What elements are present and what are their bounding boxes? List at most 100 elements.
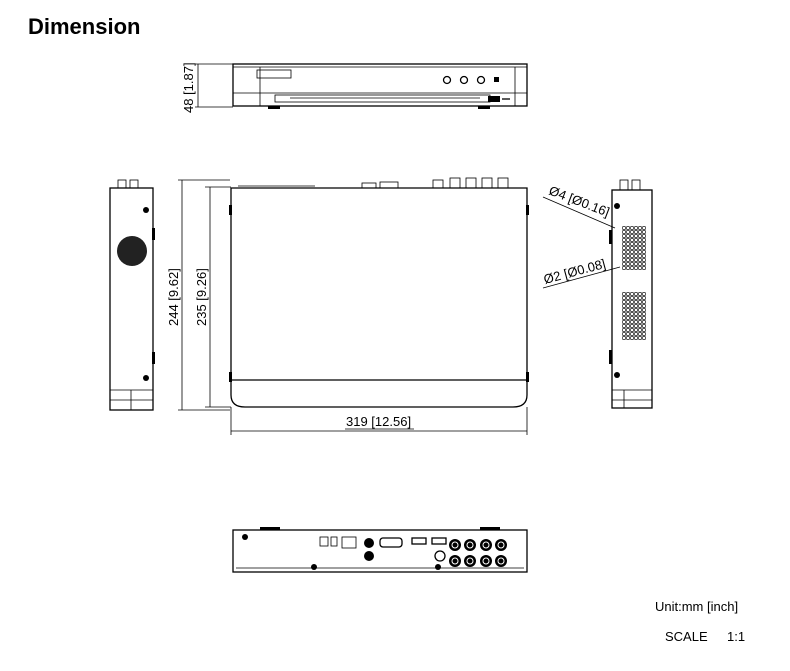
vent-hole bbox=[621, 226, 626, 231]
vent-hole bbox=[621, 307, 626, 312]
rear-view bbox=[232, 527, 528, 573]
page-title: Dimension bbox=[28, 14, 141, 39]
vent-hole bbox=[621, 238, 626, 243]
vent-hole bbox=[637, 254, 642, 259]
vent-hole bbox=[641, 230, 646, 235]
left-side-view bbox=[109, 179, 155, 411]
vent-hole bbox=[637, 230, 642, 235]
vent-hole bbox=[633, 311, 638, 316]
vent-hole bbox=[629, 331, 634, 336]
vent-hole bbox=[621, 327, 626, 332]
vent-hole bbox=[637, 261, 642, 266]
bnc-connector bbox=[449, 539, 461, 551]
vent-hole bbox=[641, 254, 646, 259]
width-dimension: 319 [12.56] bbox=[230, 407, 528, 435]
vent-hole bbox=[641, 319, 646, 324]
height-label: 48 [1.87] bbox=[181, 62, 196, 113]
vent-hole bbox=[641, 323, 646, 328]
vent-hole bbox=[637, 319, 642, 324]
vent-hole bbox=[621, 299, 626, 304]
vent-hole bbox=[629, 323, 634, 328]
vent-hole bbox=[629, 311, 634, 316]
vent-hole bbox=[637, 295, 642, 300]
depth-overall-dimension: 244 [9.62] bbox=[166, 179, 230, 411]
vent-hole bbox=[629, 254, 634, 259]
bnc-connector-center bbox=[497, 541, 505, 549]
vent-hole bbox=[625, 242, 630, 247]
vent-hole-large-label: Ø4 [Ø0.16] bbox=[547, 183, 612, 220]
bnc-connector-center bbox=[451, 557, 459, 565]
vent-hole bbox=[637, 246, 642, 251]
vent-hole bbox=[641, 299, 646, 304]
vent-hole bbox=[629, 315, 634, 320]
vent-hole bbox=[637, 331, 642, 336]
vent-hole bbox=[637, 234, 642, 239]
vent-hole bbox=[625, 257, 630, 262]
vent-hole bbox=[625, 261, 630, 266]
vent-hole bbox=[641, 307, 646, 312]
vent-hole bbox=[633, 303, 638, 308]
vent-hole bbox=[629, 242, 634, 247]
vent-hole bbox=[629, 250, 634, 255]
top-view bbox=[229, 177, 529, 408]
vent-hole bbox=[641, 234, 646, 239]
depth-overall-label: 244 [9.62] bbox=[166, 268, 181, 326]
vent-hole bbox=[637, 335, 642, 340]
bnc-connector-center bbox=[466, 557, 474, 565]
vent-hole bbox=[633, 242, 638, 247]
vent-hole bbox=[629, 238, 634, 243]
vent-hole bbox=[629, 257, 634, 262]
vent-hole bbox=[625, 311, 630, 316]
vent-hole bbox=[637, 303, 642, 308]
vent-hole bbox=[621, 311, 626, 316]
bnc-connector-center bbox=[451, 541, 459, 549]
vent-hole bbox=[625, 238, 630, 243]
bnc-connector bbox=[495, 555, 507, 567]
vent-hole bbox=[625, 307, 630, 312]
vent-hole bbox=[641, 238, 646, 243]
vent-hole bbox=[629, 327, 634, 332]
vent-hole bbox=[637, 299, 642, 304]
vent-hole bbox=[641, 303, 646, 308]
vent-hole bbox=[629, 319, 634, 324]
scale-label: SCALE bbox=[665, 629, 708, 644]
vent-hole bbox=[629, 226, 634, 231]
vent-hole bbox=[633, 327, 638, 332]
vent-hole bbox=[637, 257, 642, 262]
vent-hole bbox=[629, 265, 634, 270]
vent-hole-small-callout: Ø2 [Ø0.08] bbox=[542, 256, 621, 289]
vent-hole bbox=[625, 265, 630, 270]
vent-hole bbox=[625, 291, 630, 296]
vent-hole bbox=[621, 303, 626, 308]
vent-hole bbox=[625, 230, 630, 235]
vent-hole bbox=[629, 230, 634, 235]
vent-hole bbox=[633, 331, 638, 336]
vent-hole-small-label: Ø2 [Ø0.08] bbox=[542, 256, 607, 287]
bnc-connector bbox=[464, 555, 476, 567]
vent-hole bbox=[625, 234, 630, 239]
bnc-connector bbox=[480, 539, 492, 551]
vent-hole bbox=[621, 230, 626, 235]
bnc-connector-center bbox=[482, 541, 490, 549]
vent-hole bbox=[633, 335, 638, 340]
vent-hole bbox=[625, 303, 630, 308]
vent-hole bbox=[637, 311, 642, 316]
vent-hole bbox=[625, 246, 630, 251]
vent-hole bbox=[641, 261, 646, 266]
vent-hole bbox=[633, 307, 638, 312]
vent-hole bbox=[633, 257, 638, 262]
height-dimension: 48 [1.87] bbox=[181, 62, 233, 113]
vent-hole bbox=[641, 257, 646, 262]
vent-hole bbox=[633, 261, 638, 266]
bnc-connector bbox=[495, 539, 507, 551]
vent-hole bbox=[625, 319, 630, 324]
vent-hole bbox=[633, 230, 638, 235]
vent-hole bbox=[629, 307, 634, 312]
vent-hole bbox=[621, 323, 626, 328]
vent-hole bbox=[641, 327, 646, 332]
vent-hole bbox=[633, 246, 638, 251]
vent-hole bbox=[625, 335, 630, 340]
vent-hole bbox=[629, 295, 634, 300]
right-side-view bbox=[609, 179, 653, 409]
vent-hole bbox=[629, 335, 634, 340]
